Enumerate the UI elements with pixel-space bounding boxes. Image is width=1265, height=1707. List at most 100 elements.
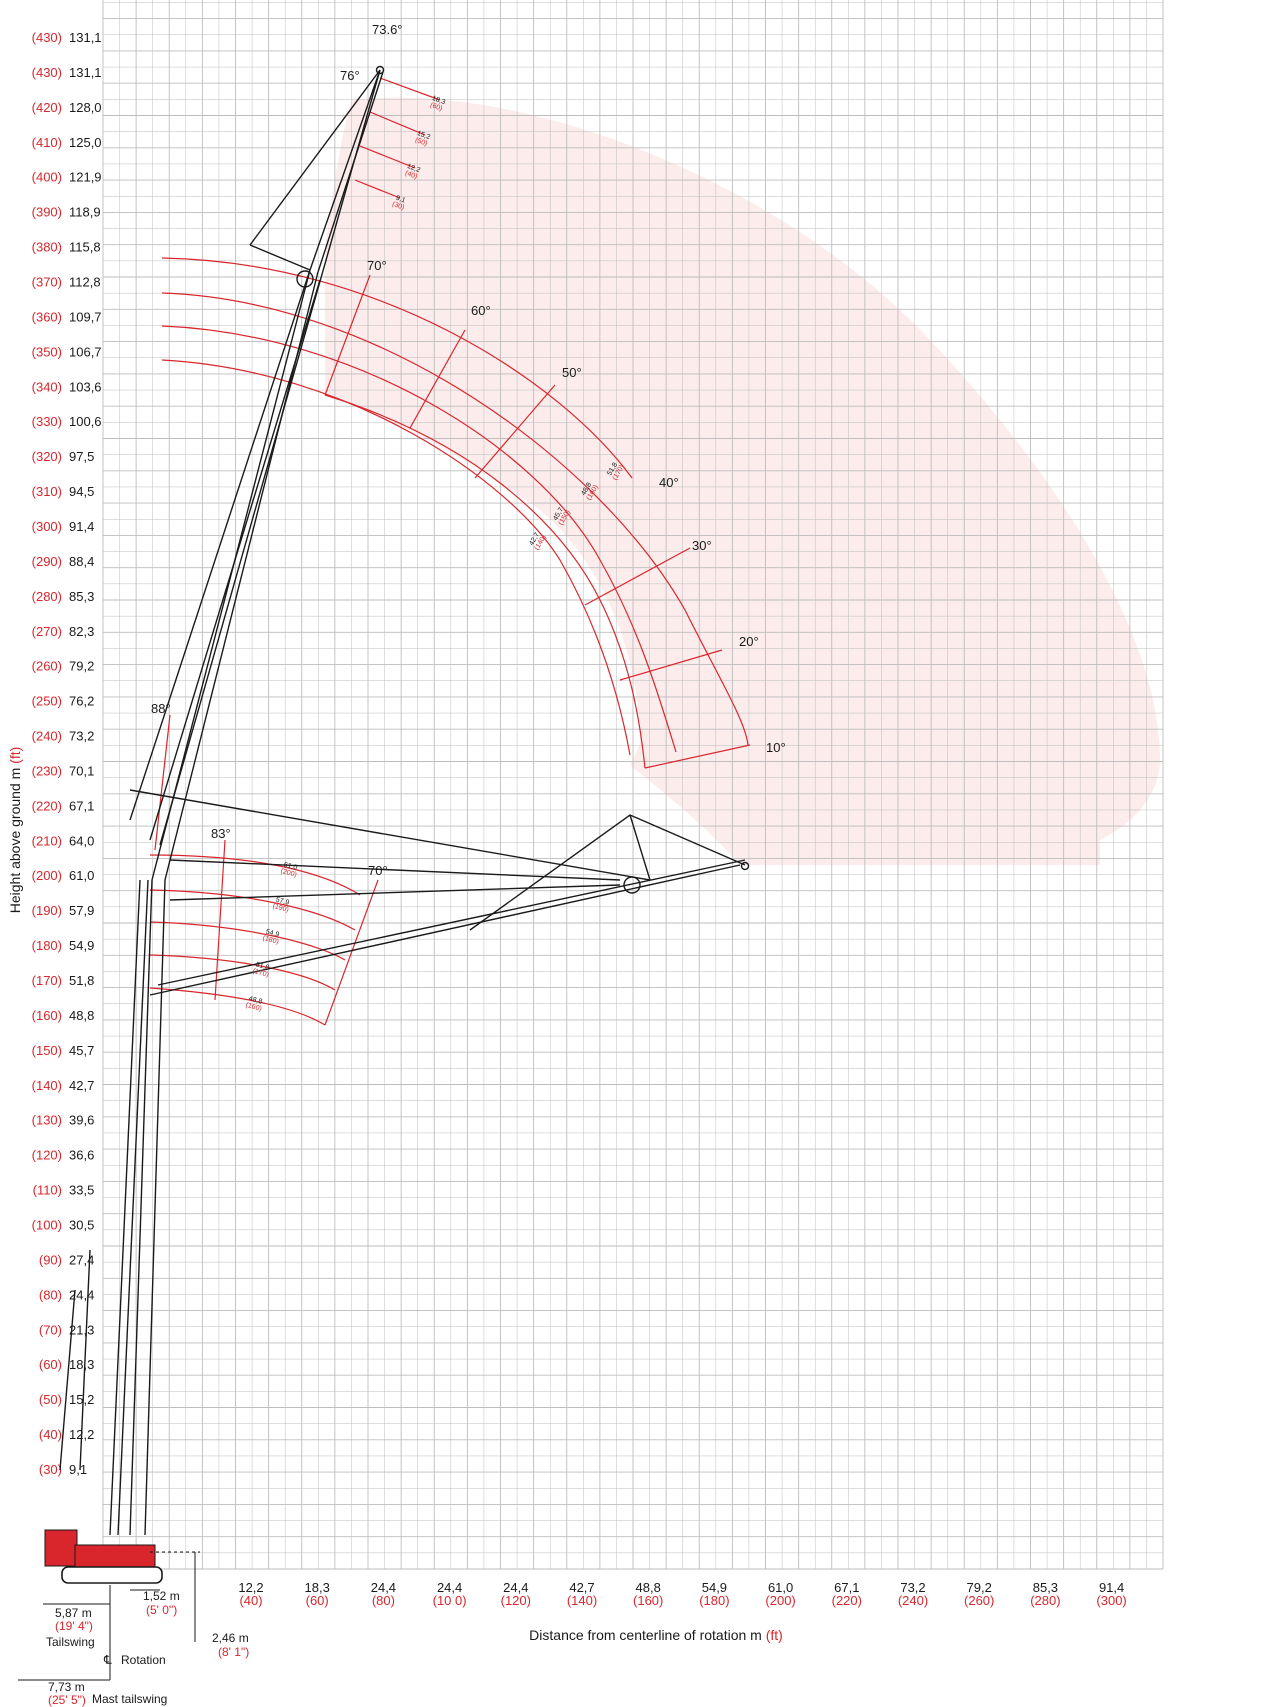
angle-ray-60: [409, 329, 466, 429]
radius-arc-1: [161, 257, 633, 479]
y-tick-ft: (260): [32, 659, 62, 674]
rear-ft: (5' 0"): [146, 1603, 177, 1617]
x-tick-ft: (40): [239, 1593, 262, 1608]
height-ft: (8' 1"): [218, 1645, 249, 1659]
upper-jib-length-label: 9,1(30): [391, 195, 406, 212]
y-tick-ft: (170): [32, 973, 62, 988]
y-tick-ft: (50): [39, 1392, 62, 1407]
rotation-label: Rotation: [121, 1653, 166, 1667]
x-tick-m: 85,3: [1033, 1580, 1058, 1595]
upper-jib: [309, 69, 381, 271]
y-tick-ft: (280): [32, 589, 62, 604]
y-tick-m: 33,5: [69, 1183, 94, 1198]
y-tick-m: 21,3: [69, 1322, 94, 1337]
lower-jib-sheave: [623, 876, 641, 894]
lower-arc-5: [149, 987, 326, 1026]
x-axis-ticks: 12,2(40)18,3(60)24,4(80)24,4(10 0)24,4(1…: [238, 1580, 1126, 1608]
counterweight: [44, 1529, 78, 1567]
x-tick-ft: (300): [1096, 1593, 1126, 1608]
y-tick-ft: (160): [32, 1008, 62, 1023]
x-tick-ft: (80): [372, 1593, 395, 1608]
x-tick-m: 54,9: [702, 1580, 727, 1595]
angle-88: 88°: [151, 701, 171, 716]
y-tick-m: 85,3: [69, 589, 94, 604]
angle-ray-50: [474, 384, 556, 479]
angle-76: 76°: [340, 68, 360, 83]
lower-jib-length-ft: (190): [272, 903, 290, 914]
radius-arc-3: [161, 325, 677, 753]
y-tick-ft: (380): [32, 240, 62, 255]
x-axis-title: Distance from centerline of rotation m (…: [529, 1627, 783, 1643]
lower-ray-83: [214, 839, 226, 1001]
y-tick-m: 48,8: [69, 1008, 94, 1023]
lower-jib-radius-arcs: [149, 714, 379, 1026]
y-tick-ft: (350): [32, 344, 62, 359]
y-tick-ft: (220): [32, 798, 62, 813]
upper-jib-arc-2: [369, 111, 426, 136]
luffing-jib-length-label: 42,7(140): [528, 532, 548, 552]
upper-jib-length-label: 15,2(50): [414, 130, 431, 148]
y-tick-m: 30,5: [69, 1218, 94, 1233]
y-tick-m: 131,1: [69, 65, 102, 80]
upper-hook-sheave: [375, 65, 385, 75]
x-tick-ft: (220): [832, 1593, 862, 1608]
x-axis-title-m: Distance from centerline of rotation m: [529, 1627, 762, 1643]
y-tick-m: 112,8: [69, 274, 101, 289]
y-tick-ft: (180): [32, 938, 62, 953]
angle-ray-40: [584, 547, 691, 606]
y-tick-m: 9,1: [69, 1462, 87, 1477]
tailswing-label: Tailswing: [46, 1635, 95, 1649]
lower-jib-length-ft: (180): [262, 935, 280, 946]
upper-jib-length-m: 12,2: [406, 163, 421, 174]
lower-jib-length-m: 54,9: [265, 928, 280, 938]
y-tick-ft: (340): [32, 379, 62, 394]
y-tick-m: 100,6: [69, 414, 102, 429]
y-tick-m: 103,6: [69, 379, 102, 394]
height-m: 2,46 m: [212, 1631, 249, 1645]
x-tick-ft: (260): [964, 1593, 994, 1608]
y-tick-ft: (80): [39, 1287, 62, 1302]
x-tick-ft: (200): [765, 1593, 795, 1608]
upper-jib-length-ft: (30): [391, 201, 405, 212]
rear-m: 1,52 m: [143, 1589, 180, 1603]
backstay-line: [129, 269, 321, 841]
lower-pendant-2: [169, 859, 621, 901]
y-tick-m: 121,9: [69, 170, 102, 185]
y-tick-m: 18,3: [69, 1357, 94, 1372]
radius-arc-4: [161, 359, 631, 756]
angle-ray-70: [324, 274, 371, 396]
lower-jib-length-label: 61,0(200): [280, 861, 298, 878]
upper-jib-length-ft: (60): [429, 102, 443, 113]
y-tick-ft: (370): [32, 274, 62, 289]
y-tick-m: 61,0: [69, 868, 94, 883]
y-tick-m: 118,9: [69, 205, 101, 220]
angle-20: 20°: [739, 634, 759, 649]
x-axis-title-ft: (ft): [766, 1627, 783, 1643]
upper-jib-length-label: 12,2(40): [404, 163, 421, 181]
angle-50: 50°: [562, 365, 582, 380]
lower-jib-tip: [740, 861, 750, 871]
y-tick-ft: (400): [32, 170, 62, 185]
x-tick-m: 24,4: [503, 1580, 528, 1595]
angle-ray-30: [619, 649, 723, 681]
lower-jib-length-label: 57,9(190): [272, 896, 290, 914]
y-tick-ft: (420): [32, 100, 62, 115]
y-tick-ft: (360): [32, 309, 62, 324]
angle-70: 70°: [367, 258, 387, 273]
upper-jib-length-m: 18,3: [431, 95, 446, 106]
y-tick-ft: (390): [32, 205, 62, 220]
radius-arc-2: [161, 292, 749, 746]
angle-73-6: 73.6°: [372, 22, 403, 37]
angle-10: 10°: [766, 740, 786, 755]
y-tick-ft: (210): [32, 833, 62, 848]
y-axis-title-m: Height above ground m: [7, 768, 23, 914]
upper-jib-length-ft: (40): [404, 170, 418, 181]
y-tick-ft: (90): [39, 1252, 62, 1267]
y-tick-ft: (330): [32, 414, 62, 429]
boom-sheave: [296, 270, 314, 288]
y-tick-m: 57,9: [69, 903, 94, 918]
mast-tailswing-m: 7,73 m: [48, 1680, 85, 1694]
long-pendant: [159, 69, 381, 846]
main-boom: [129, 269, 311, 1536]
